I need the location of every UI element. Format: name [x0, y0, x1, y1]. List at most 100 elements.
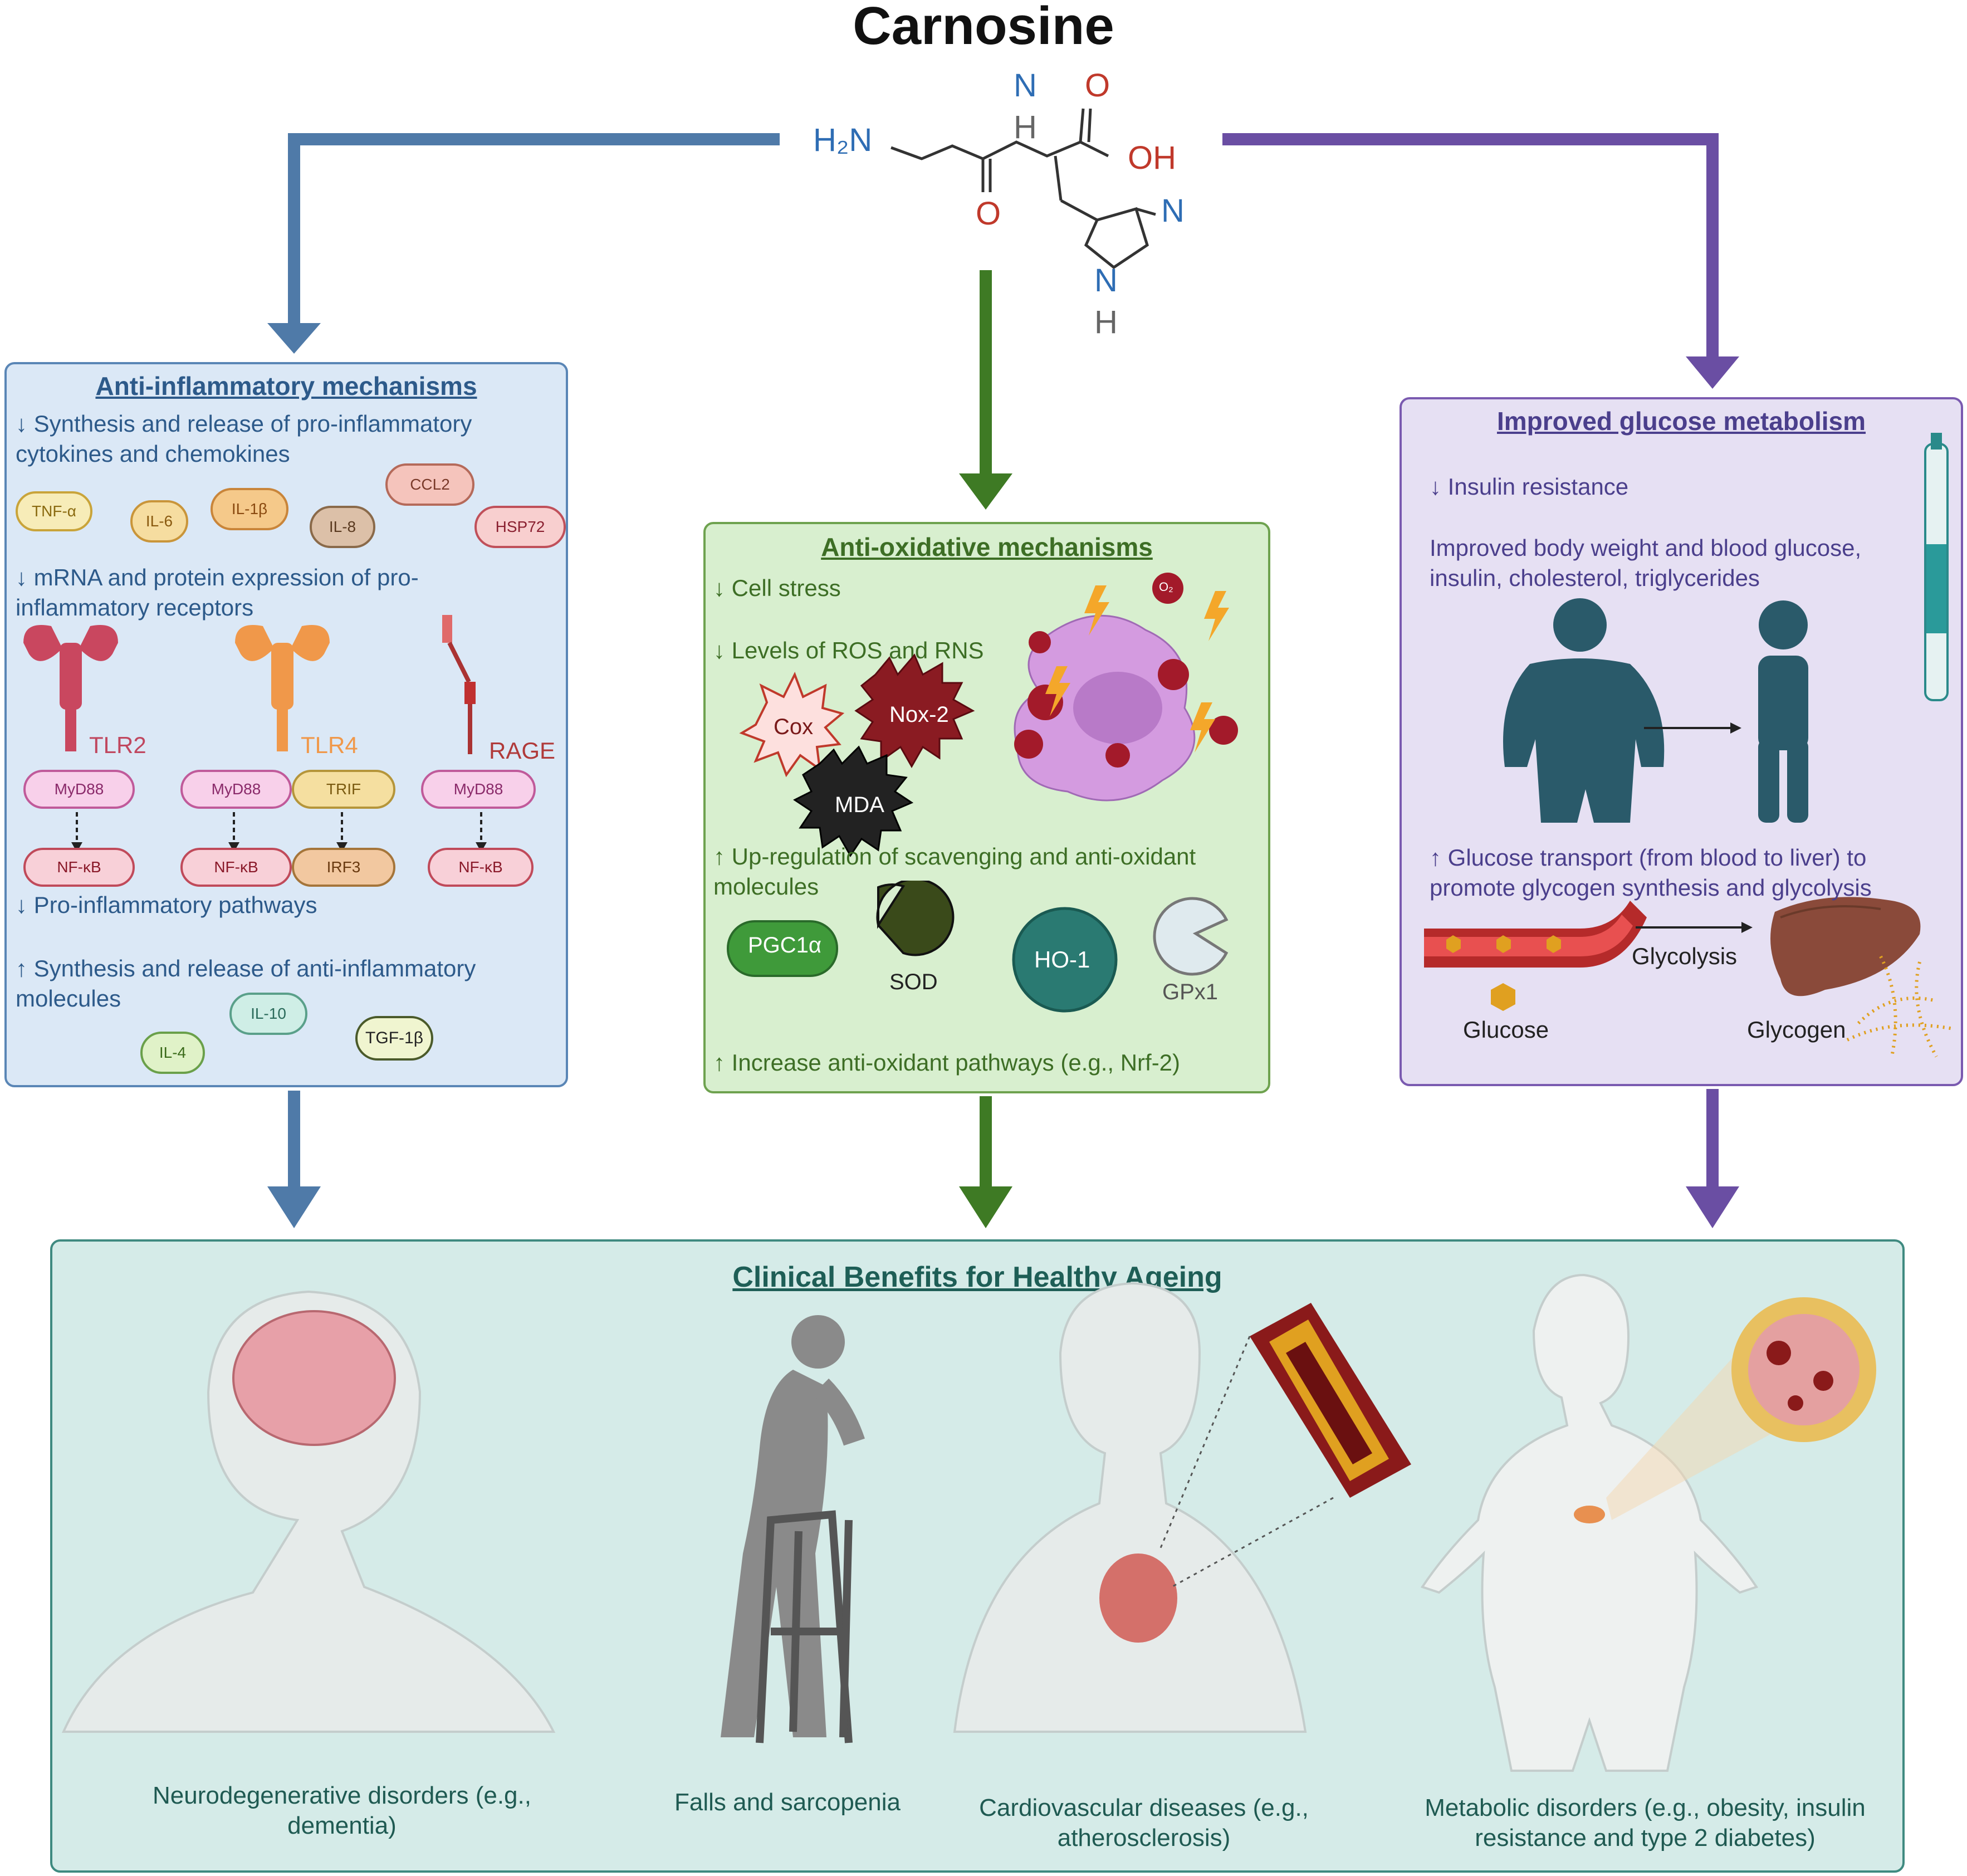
- mda-star-icon: [793, 745, 914, 857]
- anti-molecule-pill: IL-4: [140, 1032, 205, 1074]
- walker-frame-icon: [756, 1510, 853, 1743]
- cytokine-pill: HSP72: [474, 506, 566, 548]
- glycogen-label: Glycogen: [1747, 1017, 1846, 1043]
- blue-arrowhead-top: [267, 323, 321, 354]
- ai-line4: ↑ Synthesis and release of anti-inflamma…: [16, 955, 476, 981]
- cytokine-pill: CCL2: [385, 463, 474, 506]
- adipose-tissue-icon: [1731, 1297, 1876, 1442]
- brain-head-icon: [61, 1290, 556, 1733]
- tlr4-label: TLR4: [301, 732, 358, 758]
- glucose-title: Improved glucose metabolism: [1496, 407, 1866, 436]
- elderly-walker-icon: [721, 1315, 865, 1737]
- sod-label: SOD: [889, 970, 938, 994]
- receptor-illustrations: [23, 615, 476, 754]
- liver-icon: [1770, 897, 1921, 996]
- atom-h-top: H: [1014, 109, 1037, 145]
- nox2-label: Nox-2: [889, 702, 949, 727]
- glucose-metabolism-panel: Improved glucose metabolism ↓ Insulin re…: [1400, 397, 1963, 1086]
- adaptor-pill: TRIF: [292, 770, 395, 809]
- cardio-caption-line2: atherosclerosis): [1057, 1824, 1231, 1851]
- lightning-icons: [1045, 585, 1229, 753]
- purple-arrow-top: [1222, 133, 1719, 368]
- cardio-caption-line1: Cardiovascular diseases (e.g.,: [979, 1794, 1309, 1821]
- anti-inflammatory-panel: Anti-inflammatory mechanisms ↓ Synthesis…: [4, 362, 568, 1087]
- gpx1-pacman-icon: [1153, 897, 1229, 976]
- obese-person-icon: [1503, 598, 1665, 823]
- cytokine-pill: IL-8: [310, 506, 375, 548]
- ao-line1: ↓ Cell stress: [713, 575, 841, 601]
- ho1-label: HO-1: [1034, 946, 1090, 973]
- slim-person-icon: [1758, 600, 1808, 823]
- gl-line2b: insulin, cholesterol, triglycerides: [1430, 565, 1760, 591]
- tlr2-label: TLR2: [89, 732, 146, 758]
- ai-line2b: inflammatory receptors: [16, 594, 254, 621]
- atom-h-ring-bottom: H: [1094, 304, 1118, 340]
- neuro-caption: Neurodegenerative disorders (e.g., demen…: [97, 1781, 587, 1841]
- ao-line2: ↓ Levels of ROS and RNS: [713, 637, 984, 663]
- anti-oxidative-title: Anti-oxidative mechanisms: [821, 532, 1153, 561]
- gl-line1: ↓ Insulin resistance: [1430, 473, 1629, 500]
- radical-icons: [1014, 573, 1238, 768]
- ao-line3: ↑ Up-regulation of scavenging and anti-o…: [713, 843, 1196, 869]
- anti-molecule-pill: TGF-1β: [355, 1016, 433, 1061]
- factor-pill: IRF3: [292, 848, 395, 887]
- gl-line3b: promote glycogen synthesis and glycolysi…: [1430, 875, 1872, 901]
- metabolic-caption-line2: resistance and type 2 diabetes): [1475, 1824, 1816, 1851]
- glycolysis-label: Glycolysis: [1632, 943, 1738, 969]
- pathway-arrows: [71, 812, 487, 852]
- adaptor-pill: MyD88: [421, 770, 536, 809]
- purple-arrowhead-bottom: [1686, 1186, 1739, 1228]
- insulin-pen-icon: [1924, 433, 1949, 701]
- gl-line3: ↑ Glucose transport (from blood to liver…: [1430, 844, 1867, 871]
- antioxidant-illustration: [727, 881, 1229, 1013]
- gpx1-label: GPx1: [1162, 980, 1219, 1004]
- tlr2-receptor-icon: [23, 625, 118, 751]
- tlr4-receptor-icon: [235, 625, 330, 751]
- factor-pill: NF-κB: [180, 848, 292, 887]
- clinical-illustrations: [61, 1273, 1876, 1772]
- atom-h2n: H₂N: [813, 122, 873, 158]
- gl-line2: Improved body weight and blood glucose,: [1430, 535, 1862, 561]
- rage-label: RAGE: [489, 737, 556, 764]
- metabolic-caption-line1: Metabolic disorders (e.g., obesity, insu…: [1425, 1794, 1866, 1821]
- ai-line2: ↓ mRNA and protein expression of pro-: [16, 564, 419, 590]
- ai-line1b: cytokines and chemokines: [16, 441, 290, 467]
- sod-pacman-icon: [876, 881, 955, 956]
- neuro-caption-line1: Neurodegenerative disorders (e.g.,: [153, 1782, 531, 1809]
- cytokine-pill: IL-6: [130, 500, 188, 543]
- anti-oxidative-panel: Anti-oxidative mechanisms ↓ Cell stress …: [703, 522, 1270, 1093]
- rage-receptor-icon: [442, 615, 476, 754]
- neuro-caption-line2: dementia): [287, 1812, 397, 1839]
- glucose-label: Glucose: [1463, 1017, 1549, 1043]
- ho1-circle: [1012, 907, 1118, 1013]
- falls-caption-line1: Falls and sarcopenia: [674, 1789, 901, 1816]
- cell-icon: [1014, 614, 1196, 802]
- factor-pill: NF-κB: [428, 848, 534, 887]
- blood-vessel-icon: [1424, 901, 1647, 968]
- glucose-hexagon-icon: [1491, 983, 1515, 1011]
- oxidative-species-illustration: [739, 573, 1238, 857]
- diagram-title: Carnosine: [853, 0, 1114, 56]
- adaptor-pill: MyD88: [180, 770, 292, 809]
- atom-o-top: O: [1085, 67, 1110, 104]
- anti-molecule-pill: IL-10: [229, 993, 307, 1035]
- green-arrowhead-bottom: [959, 1186, 1012, 1228]
- nox2-star-icon: [854, 653, 975, 769]
- blue-arrowhead-bottom: [267, 1186, 321, 1228]
- pgc1a-shape: [727, 920, 838, 977]
- ai-line4b: molecules: [16, 985, 121, 1012]
- cytokine-pill: TNF-α: [16, 491, 92, 531]
- anti-inflammatory-title: Anti-inflammatory mechanisms: [95, 372, 477, 400]
- atom-o-bottom: O: [976, 196, 1001, 232]
- glycogen-icon: [1846, 955, 1954, 1058]
- artery-icon: [1250, 1303, 1411, 1498]
- green-arrowhead-top: [959, 473, 1012, 510]
- ai-line1: ↓ Synthesis and release of pro-inflammat…: [16, 411, 472, 437]
- factor-pill: NF-κB: [23, 848, 135, 887]
- atom-n-top: N: [1014, 67, 1037, 104]
- blue-arrow-top: [288, 133, 780, 334]
- atom-n-ring-right: N: [1161, 193, 1185, 229]
- falls-caption: Falls and sarcopenia: [620, 1787, 955, 1818]
- ao-line3b: molecules: [713, 873, 819, 900]
